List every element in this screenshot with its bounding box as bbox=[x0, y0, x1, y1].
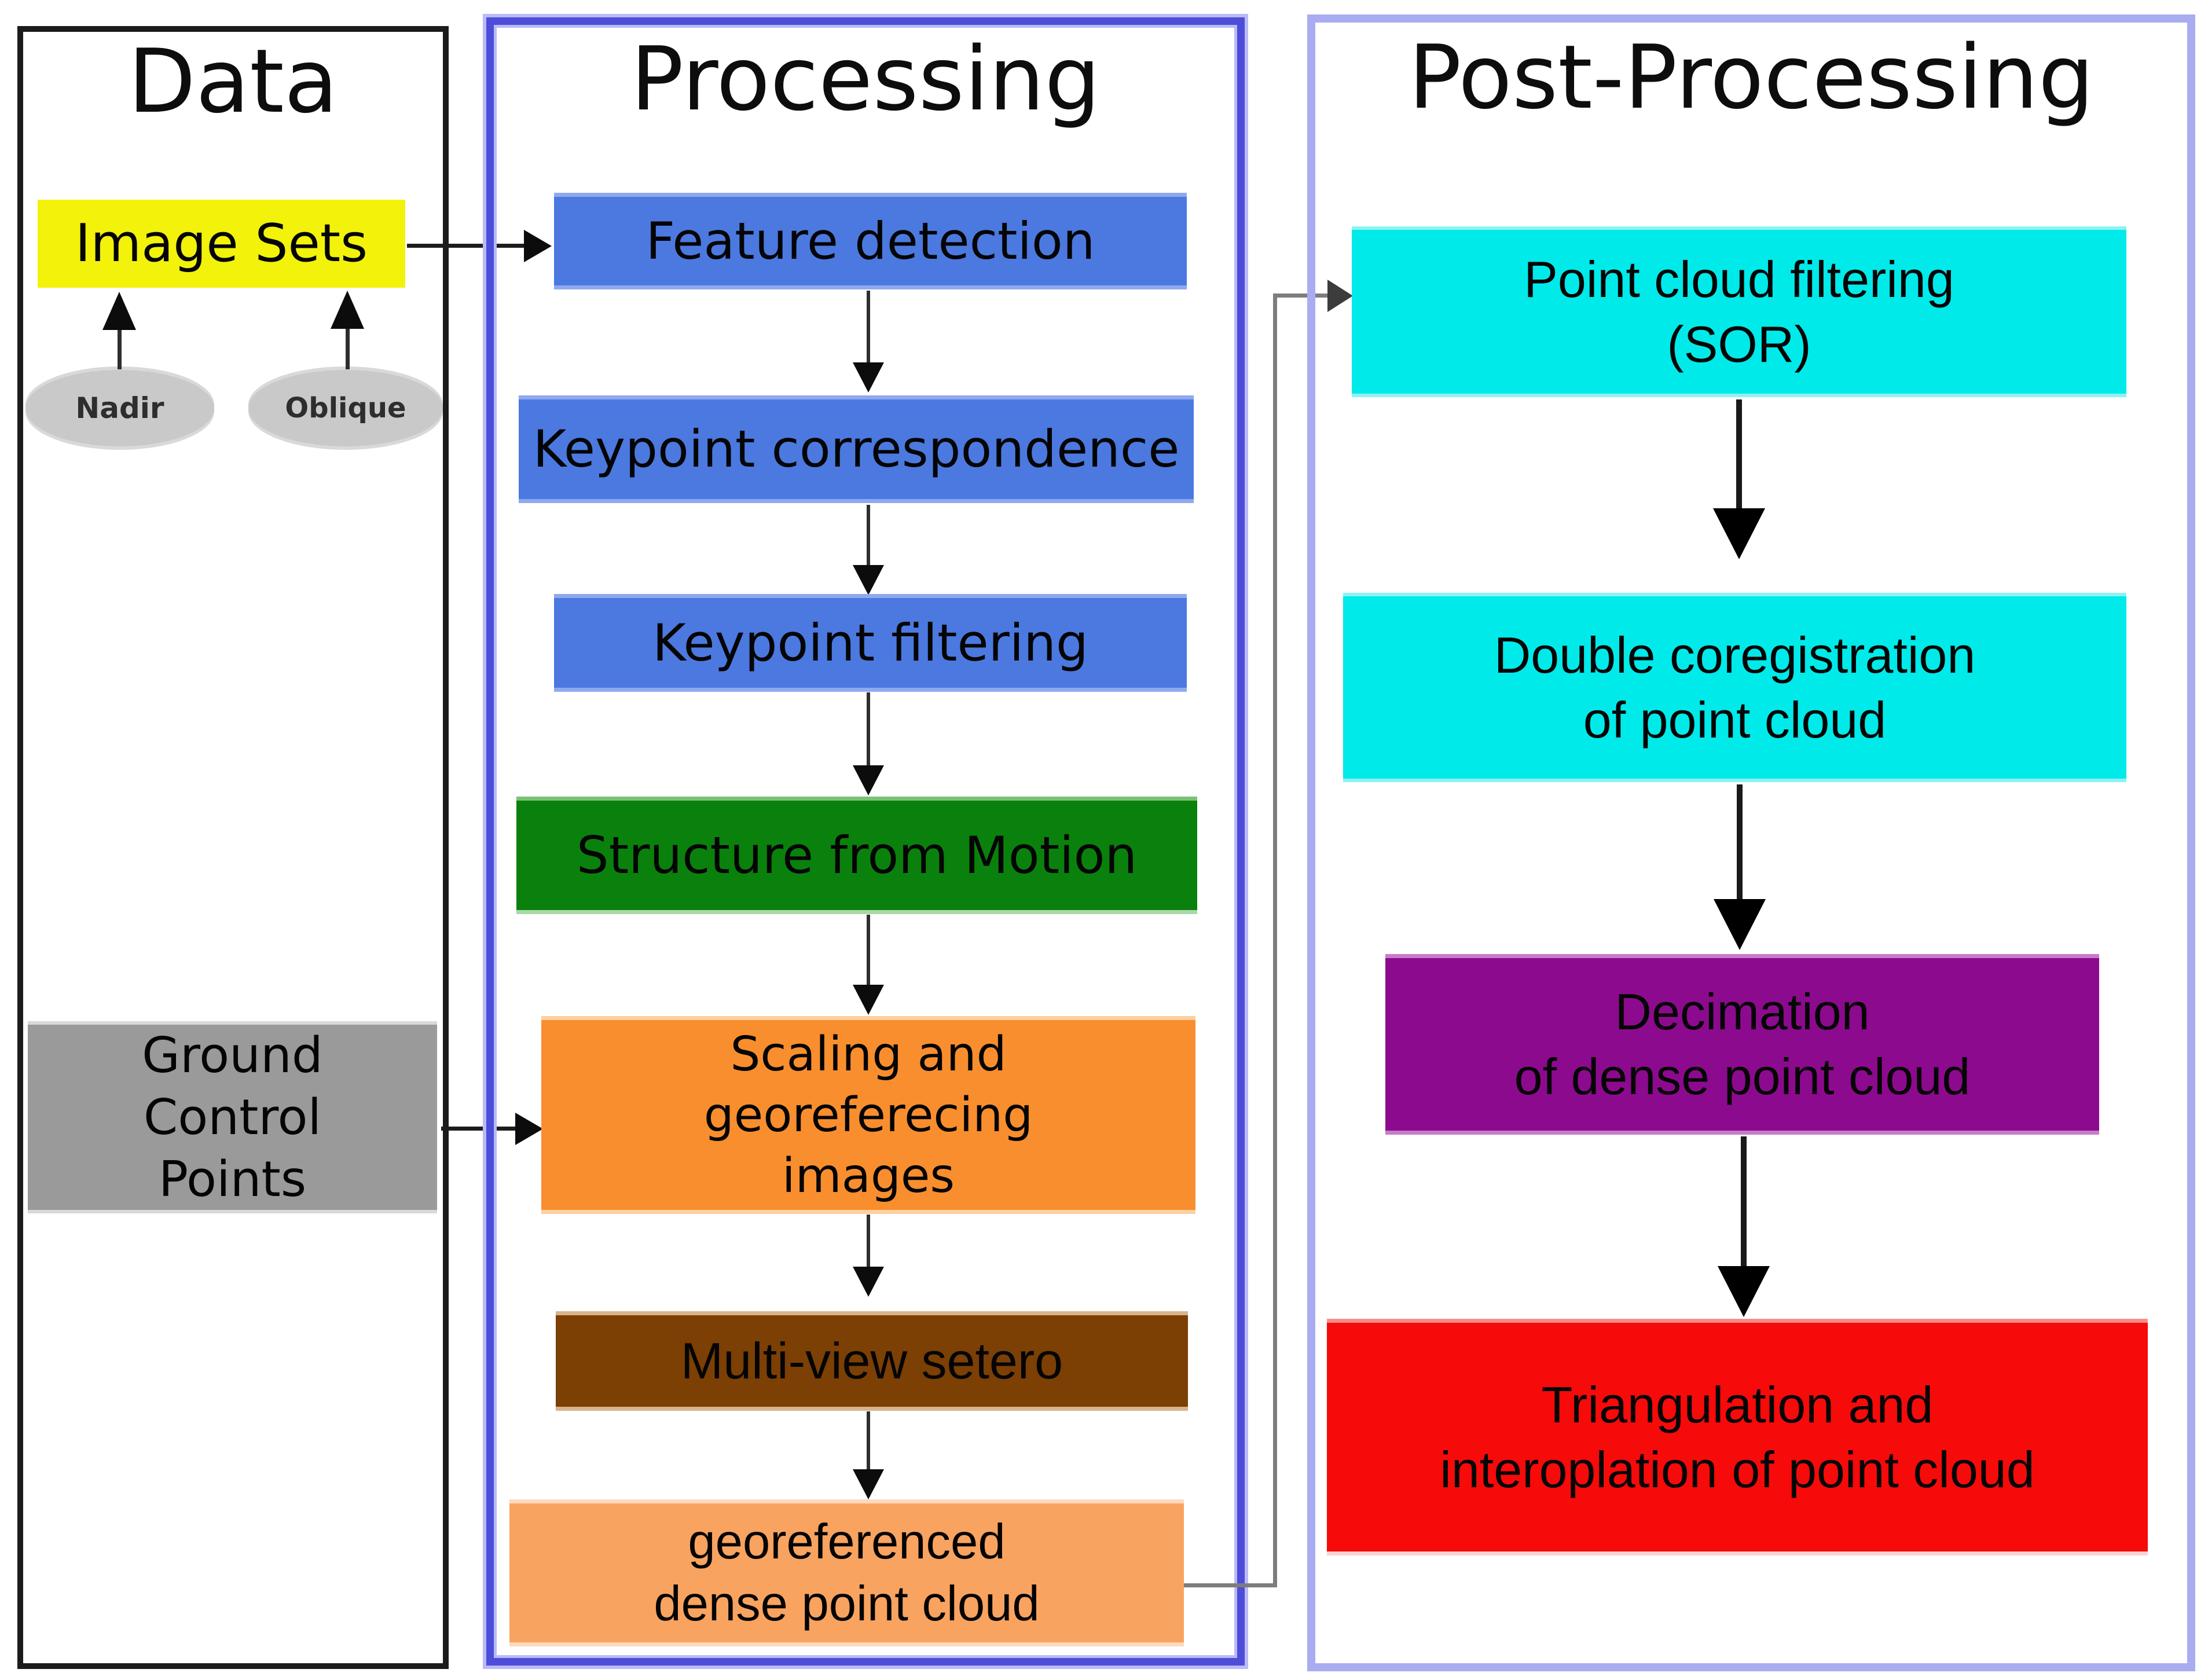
feature-detection-label: Feature detection bbox=[645, 211, 1095, 271]
image-sets-node: Image Sets bbox=[38, 200, 405, 288]
structure-from-motion-label: Structure from Motion bbox=[576, 825, 1138, 885]
keypoint-correspondence-node: Keypoint correspondence bbox=[519, 399, 1194, 499]
nadir-label: Nadir bbox=[75, 391, 164, 425]
data-column bbox=[17, 26, 449, 1669]
decimation-line: of dense point cloud bbox=[1514, 1048, 1971, 1105]
ground-control-points-node: Ground Control Points bbox=[28, 1025, 437, 1210]
scaling-georeferencing-node: Scaling and georeferecing images bbox=[541, 1020, 1195, 1210]
structure-from-motion-node: Structure from Motion bbox=[516, 801, 1197, 910]
point-cloud-filtering-line: Point cloud filtering bbox=[1524, 250, 1954, 308]
multi-view-stereo-label: Multi-view setero bbox=[680, 1332, 1063, 1389]
image-sets-label: Image Sets bbox=[75, 213, 368, 274]
post-processing-column bbox=[1307, 14, 2195, 1671]
point-cloud-filtering-line: (SOR) bbox=[1667, 315, 1811, 373]
georeferenced-point-cloud-node: georeferenced dense point cloud bbox=[509, 1503, 1184, 1642]
scaling-label-line: Scaling and bbox=[730, 1026, 1007, 1082]
feature-detection-node: Feature detection bbox=[554, 197, 1187, 285]
gcp-label-line: Control bbox=[143, 1088, 322, 1146]
keypoint-filtering-node: Keypoint filtering bbox=[554, 598, 1187, 688]
gcp-label-line: Ground bbox=[142, 1026, 323, 1084]
gcp-label-line: Points bbox=[158, 1150, 307, 1208]
georeferenced-label-line: dense point cloud bbox=[654, 1576, 1040, 1631]
georeferenced-label-line: georeferenced bbox=[688, 1514, 1006, 1569]
keypoint-filtering-label: Keypoint filtering bbox=[652, 612, 1088, 673]
connector-arrowhead bbox=[1327, 280, 1353, 312]
triangulation-line: Triangulation and bbox=[1541, 1375, 1934, 1433]
double-coregistration-line: of point cloud bbox=[1583, 691, 1887, 749]
triangulation-node: Triangulation and interoplation of point… bbox=[1327, 1323, 2148, 1551]
scaling-label-line: georeferecing bbox=[703, 1087, 1033, 1143]
multi-view-stereo-node: Multi-view setero bbox=[556, 1315, 1188, 1407]
point-cloud-filtering-node: Point cloud filtering (SOR) bbox=[1352, 230, 2126, 394]
triangulation-line: interoplation of point cloud bbox=[1440, 1440, 2035, 1498]
post-processing-column-title: Post-Processing bbox=[1408, 26, 2095, 129]
double-coregistration-node: Double coregistration of point cloud bbox=[1343, 596, 2126, 779]
double-coregistration-line: Double coregistration bbox=[1494, 626, 1976, 684]
keypoint-correspondence-label: Keypoint correspondence bbox=[533, 419, 1180, 479]
decimation-node: Decimation of dense point cloud bbox=[1385, 958, 2099, 1131]
data-column-title: Data bbox=[128, 30, 338, 133]
oblique-label: Oblique bbox=[285, 392, 406, 424]
scaling-label-line: images bbox=[782, 1148, 955, 1204]
nadir-ellipse: Nadir bbox=[25, 370, 214, 446]
oblique-ellipse: Oblique bbox=[248, 370, 443, 446]
processing-column bbox=[486, 17, 1245, 1666]
decimation-line: Decimation bbox=[1615, 983, 1870, 1040]
processing-column-title: Processing bbox=[630, 28, 1101, 130]
